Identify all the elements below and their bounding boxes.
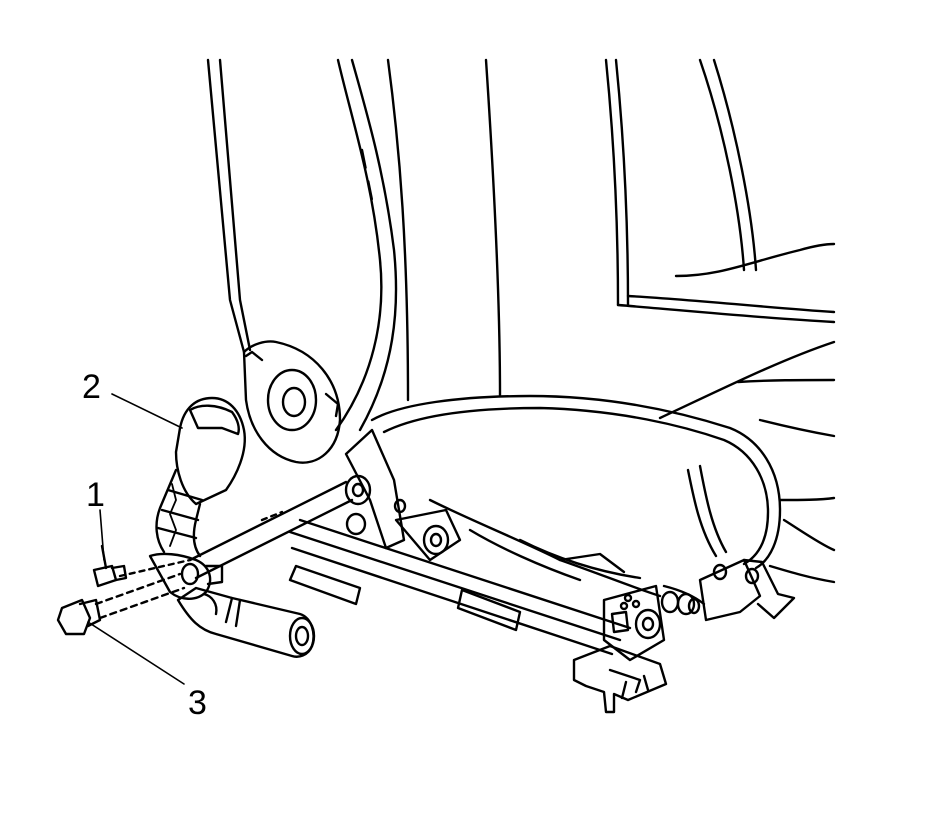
leader-line-1 [100,510,104,560]
leader-lines [88,394,184,684]
pretensioner-tube [178,588,314,657]
recliner-disc [244,341,340,462]
seat-back [208,60,834,430]
seat-track [190,430,794,712]
seat-belt-buckle [150,398,245,599]
leader-line-3 [88,622,184,684]
callout-1: 1 [86,476,105,514]
spacer-sleeve [58,574,184,634]
seat-cushion [372,396,834,582]
callout-2: 2 [82,368,101,406]
leader-line-2 [112,394,182,428]
callout-3: 3 [188,684,207,722]
bolt [94,546,190,586]
